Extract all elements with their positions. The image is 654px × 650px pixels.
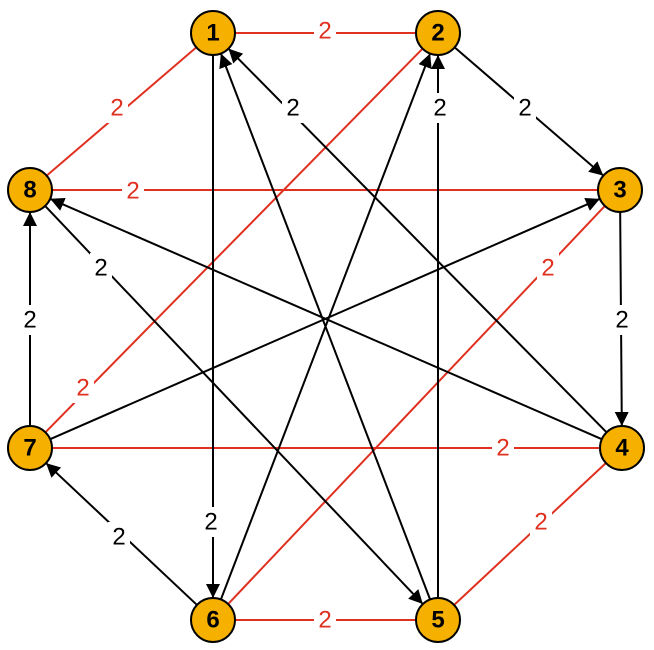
edge-label-background xyxy=(72,373,94,403)
node-8: 8 xyxy=(7,167,53,213)
node-circle xyxy=(190,597,236,643)
edge-label-background xyxy=(314,16,336,46)
edge-label-background xyxy=(429,93,451,123)
node-label: 4 xyxy=(615,434,629,461)
edge-label-background xyxy=(314,605,336,635)
node-3: 3 xyxy=(597,167,643,213)
node-6: 6 xyxy=(190,597,236,643)
edge-weight-label: 2 xyxy=(286,94,299,121)
node-label: 6 xyxy=(206,606,219,633)
edge-weight-label: 2 xyxy=(433,94,446,121)
edge-weight-label: 2 xyxy=(126,177,139,204)
edge-4-8 xyxy=(49,197,603,441)
edge-2-7 xyxy=(44,47,424,434)
edges-layer xyxy=(23,32,629,621)
edge-label-background xyxy=(122,176,144,206)
edge-weight-label: 2 xyxy=(110,94,123,121)
edge-weight-label: 2 xyxy=(496,434,509,461)
node-4: 4 xyxy=(599,425,645,471)
node-circle xyxy=(599,425,645,471)
node-5: 5 xyxy=(415,597,461,643)
edge-label-background xyxy=(282,93,304,123)
node-label: 2 xyxy=(431,19,444,46)
node-circle xyxy=(415,597,461,643)
node-label: 3 xyxy=(613,176,626,203)
edge-weight-label: 2 xyxy=(76,374,89,401)
node-label: 1 xyxy=(206,19,219,46)
edge-labels-layer: 2 2 2 2 2 2 2 2 2 2 2 2 2 2 2 2 xyxy=(19,16,633,635)
edge-6-2 xyxy=(219,53,432,600)
edge-label-background xyxy=(530,507,552,537)
node-circle xyxy=(597,167,643,213)
node-7: 7 xyxy=(7,425,53,471)
edge-weight-label: 2 xyxy=(518,94,531,121)
node-circle xyxy=(190,10,236,56)
node-label: 5 xyxy=(431,606,444,633)
edge-weight-label: 2 xyxy=(541,254,554,281)
edge-label-background xyxy=(537,253,559,283)
nodes-layer: 1 2 3 4 5 6 7 8 xyxy=(7,10,645,643)
edge-label-background xyxy=(90,253,112,283)
edge-weight-label: 2 xyxy=(23,306,36,333)
edge-weight-label: 2 xyxy=(94,254,107,281)
edge-label-background xyxy=(492,433,514,463)
edge-weight-label: 2 xyxy=(615,306,628,333)
edge-weight-label: 2 xyxy=(204,508,217,535)
node-circle xyxy=(7,425,53,471)
edge-label-background xyxy=(200,507,222,537)
node-1: 1 xyxy=(190,10,236,56)
edge-weight-label: 2 xyxy=(318,606,331,633)
edge-label-background xyxy=(106,93,128,123)
node-2: 2 xyxy=(415,10,461,56)
edge-weight-label: 2 xyxy=(318,17,331,44)
node-label: 8 xyxy=(23,176,36,203)
edge-label-background xyxy=(514,93,536,123)
node-label: 7 xyxy=(23,434,36,461)
node-circle xyxy=(415,10,461,56)
edge-weight-label: 2 xyxy=(112,523,125,550)
edge-label-background xyxy=(108,522,130,552)
edge-weight-label: 2 xyxy=(534,508,547,535)
edge-label-background xyxy=(19,305,41,335)
node-circle xyxy=(7,167,53,213)
edge-label-background xyxy=(611,305,633,335)
